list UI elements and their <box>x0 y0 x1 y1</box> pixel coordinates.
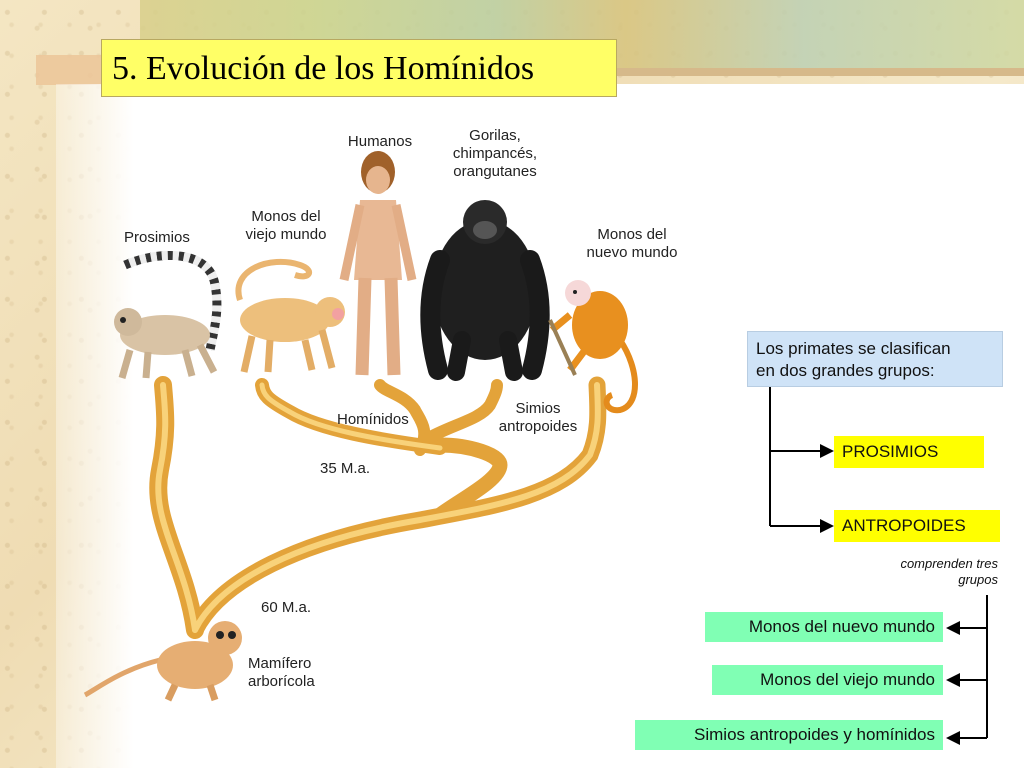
classification-connectors <box>769 387 988 739</box>
label-mamifero-arboricola: Mamífero arborícola <box>248 655 315 691</box>
label-humanos: Humanos <box>347 133 413 150</box>
label-monos-nuevo-line1: Monos del <box>597 226 667 243</box>
classification-intro-line2: en dos grandes grupos: <box>756 361 935 380</box>
lemur-illustration <box>114 251 222 379</box>
human-illustration <box>339 151 417 376</box>
label-monos-nuevo-line2: nuevo mundo <box>586 244 678 261</box>
label-monos-viejo-line1: Monos del <box>251 208 321 225</box>
group-prosimios-box: PROSIMIOS <box>834 436 984 468</box>
label-simios-antropoides: Simios antropoides <box>486 400 590 436</box>
label-gorilas-line3: orangutanes <box>453 163 537 180</box>
classification-note: comprenden tres grupos <box>860 556 998 588</box>
label-monos-nuevo-mundo: Monos del nuevo mundo <box>570 226 694 262</box>
old-world-monkey-illustration <box>235 258 345 373</box>
label-monos-viejo-mundo: Monos del viejo mundo <box>228 208 344 244</box>
subgroup-simios-hominidos-box: Simios antropoides y homínidos <box>635 720 943 750</box>
classification-intro-line1: Los primates se clasifican <box>756 339 951 358</box>
subgroup-nuevo-mundo-box: Monos del nuevo mundo <box>705 612 943 642</box>
subgroup-viejo-mundo-box: Monos del viejo mundo <box>712 665 943 695</box>
label-simios-line2: antropoides <box>498 418 578 435</box>
classification-note-line2: grupos <box>958 572 998 587</box>
slide-title: 5. Evolución de los Homínidos <box>101 39 617 97</box>
label-35-ma: 35 M.a. <box>320 460 371 477</box>
label-gorilas-line2: chimpancés, <box>452 145 538 162</box>
tree-branch-highlights <box>155 382 601 633</box>
arboreal-mammal-illustration <box>83 621 242 702</box>
label-simios-line1: Simios <box>515 400 561 417</box>
label-mamifero-line2: arborícola <box>248 673 315 690</box>
label-mamifero-line1: Mamífero <box>248 655 312 672</box>
left-decorative-strip <box>36 55 106 85</box>
classification-arrowheads <box>820 444 960 745</box>
label-60-ma: 60 M.a. <box>261 599 312 616</box>
label-gorilas: Gorilas, chimpancés, orangutanes <box>430 127 560 181</box>
gorilla-illustration <box>420 200 550 381</box>
classification-note-line1: comprenden tres <box>900 556 998 571</box>
classification-intro-box: Los primates se clasifican en dos grande… <box>747 331 1003 387</box>
label-hominidos: Homínidos <box>337 411 409 428</box>
label-prosimios: Prosimios <box>124 229 190 246</box>
label-gorilas-line1: Gorilas, <box>469 127 521 144</box>
group-antropoides-box: ANTROPOIDES <box>834 510 1000 542</box>
new-world-monkey-illustration <box>548 280 638 414</box>
label-monos-viejo-line2: viejo mundo <box>245 226 327 243</box>
